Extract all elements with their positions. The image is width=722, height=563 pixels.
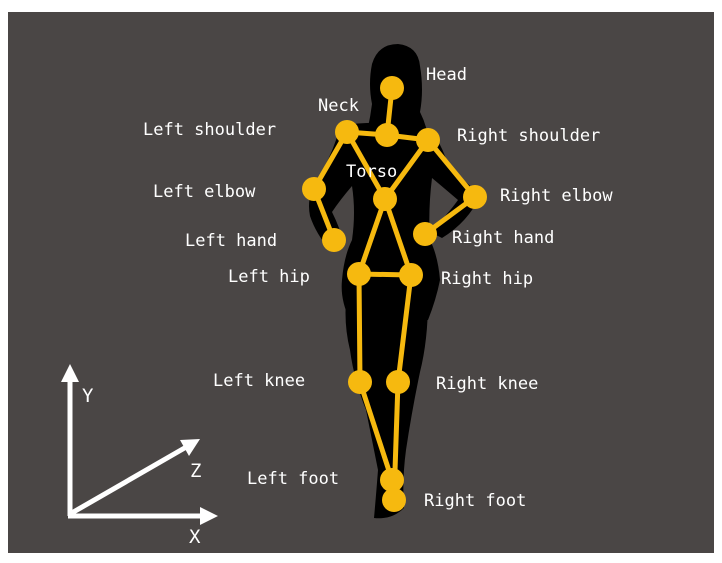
joint-neck (375, 123, 399, 147)
joint-left-hand (322, 228, 346, 252)
label-right-shoulder: Right shoulder (457, 126, 600, 146)
y-axis-arrowhead (61, 364, 79, 382)
label-left-hand: Left hand (185, 231, 277, 251)
axis-label-z: Z (190, 460, 201, 482)
label-head: Head (426, 65, 467, 85)
joint-left-elbow (302, 177, 326, 201)
z-axis-line (70, 446, 188, 514)
label-right-elbow: Right elbow (500, 186, 613, 206)
joint-right-shoulder (416, 128, 440, 152)
label-right-hand: Right hand (452, 228, 554, 248)
joint-torso (373, 187, 397, 211)
joint-left-shoulder (335, 120, 359, 144)
joint-left-knee (348, 370, 372, 394)
bone-left-hip-knee (359, 274, 360, 382)
joint-right-foot (382, 488, 406, 512)
label-left-elbow: Left elbow (153, 182, 255, 202)
label-left-knee: Left knee (213, 371, 305, 391)
joint-left-hip (347, 262, 371, 286)
label-left-foot: Left foot (247, 469, 339, 489)
joint-right-hip (399, 263, 423, 287)
label-neck: Neck (318, 96, 359, 116)
label-torso: Torso (346, 162, 397, 182)
axis-label-y: Y (82, 385, 93, 407)
label-right-foot: Right foot (424, 491, 526, 511)
label-left-hip: Left hip (228, 267, 310, 287)
x-axis-arrowhead (200, 507, 218, 525)
label-right-hip: Right hip (441, 269, 533, 289)
joint-right-hand (413, 222, 437, 246)
joint-head (380, 76, 404, 100)
label-left-shoulder: Left shoulder (143, 120, 276, 140)
joint-right-elbow (463, 185, 487, 209)
joint-right-knee (386, 370, 410, 394)
axis-label-x: X (189, 526, 200, 548)
label-right-knee: Right knee (436, 374, 538, 394)
